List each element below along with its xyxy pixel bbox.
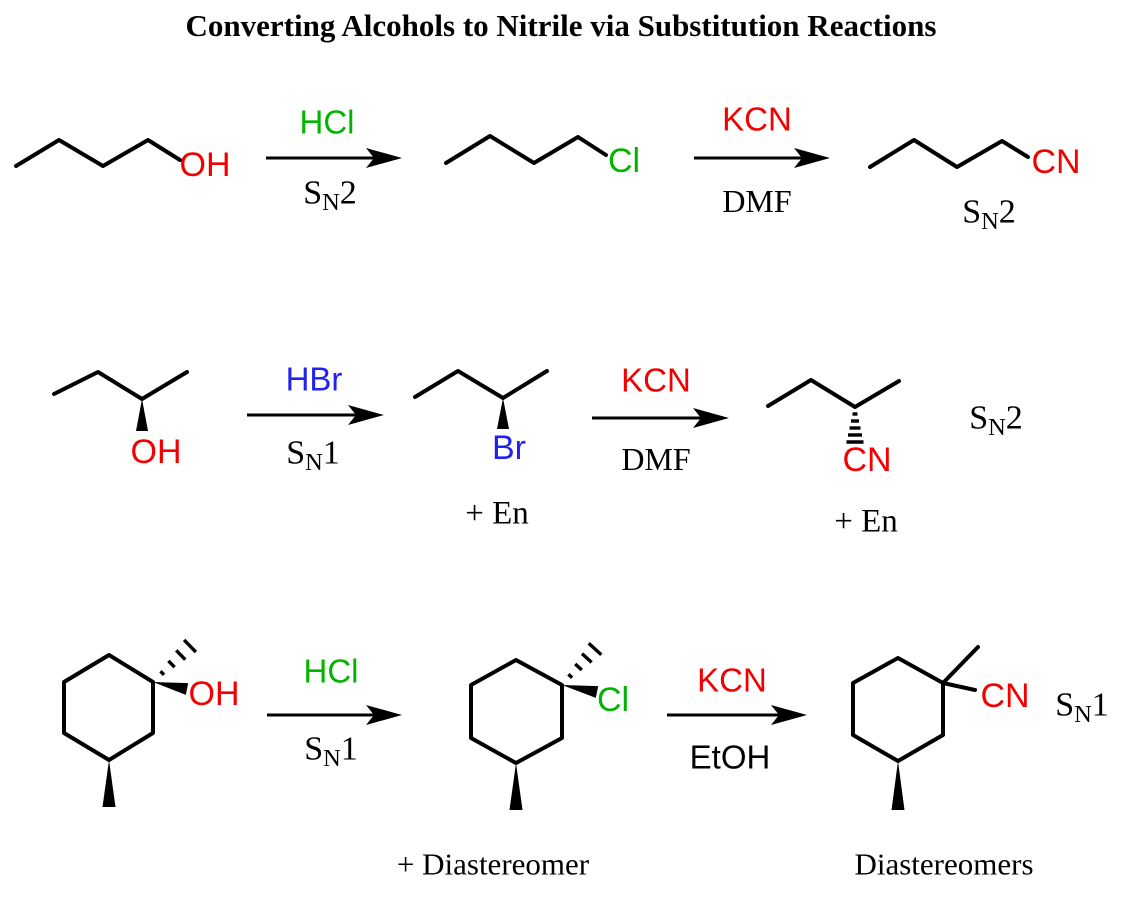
row3-reagent1-label: HCl <box>303 652 359 690</box>
arrow-head <box>366 705 402 725</box>
row3-chloride-skeleton <box>469 642 603 810</box>
carbon-chain <box>868 138 1030 169</box>
hashed-methyl-bond <box>182 638 198 654</box>
row1-reaction-arrow-1 <box>266 148 402 168</box>
mech-order: 1 <box>340 730 358 768</box>
mech-symbol: S <box>1055 686 1075 724</box>
hashed-methyl-bond <box>567 673 574 679</box>
arrow-head <box>794 148 830 168</box>
row2-product-enantiomer-note: + En <box>834 503 898 540</box>
row3-reagent2-label: KCN <box>697 661 767 699</box>
mech-order: 1 <box>322 434 340 472</box>
wedge-bond-to-br <box>497 398 509 429</box>
row2-reagent1-label: HBr <box>285 360 343 398</box>
carbon-chain <box>444 134 608 165</box>
row3-methylcyclohexanol-skeleton <box>62 638 198 807</box>
row3-oh-label: OH <box>188 675 240 713</box>
wedge-bond-to-oh <box>153 682 189 695</box>
hashed-methyl-bond <box>159 670 166 676</box>
row2-oh-label: OH <box>130 433 182 471</box>
mech-symbol: S <box>303 174 323 212</box>
row3-cl-label: Cl <box>596 681 630 719</box>
row1-mechanism1-label: SN2 <box>303 176 357 215</box>
mech-symbol: S <box>962 193 982 231</box>
mech-subscript: N <box>981 208 999 236</box>
row3-mechanism1-label: SN1 <box>304 732 358 771</box>
carbon-chain <box>766 378 901 409</box>
wedge-bond-to-oh <box>136 399 148 431</box>
cyclohexane-ring <box>851 656 945 763</box>
row1-product-mechanism-label: SN2 <box>962 195 1016 234</box>
mech-order: 2 <box>339 174 357 212</box>
mech-symbol: S <box>304 730 324 768</box>
row2-product-mechanism-label: SN2 <box>969 401 1023 440</box>
row3-product-mechanism-label: SN1 <box>1055 688 1109 727</box>
row2-reaction-arrow-1 <box>247 405 384 425</box>
carbon-chain <box>413 369 549 400</box>
hashed-methyl-bond <box>580 652 593 664</box>
row3-reaction-arrow-2 <box>667 705 807 725</box>
hashed-methyl-bond <box>574 662 583 672</box>
mech-symbol: S <box>286 434 306 472</box>
row1-reagent1-label: HCl <box>299 103 355 141</box>
row3-diastereomer-note: + Diastereomer <box>396 846 590 882</box>
mech-symbol: S <box>969 399 989 437</box>
row2-bromobutane-skeleton <box>413 369 549 429</box>
mech-subscript: N <box>323 745 341 773</box>
row1-cl-label: Cl <box>607 142 641 180</box>
row1-solvent-label: DMF <box>722 183 792 219</box>
row1-cn-label: CN <box>1031 143 1081 181</box>
row2-cn-label: CN <box>842 441 892 479</box>
wedge-methyl-bond <box>509 763 523 810</box>
arrow-head <box>693 408 729 428</box>
arrow-head <box>771 705 807 725</box>
wedge-bond-to-cl <box>562 685 599 698</box>
row3-reaction-arrow-1 <box>267 705 402 725</box>
mech-subscript: N <box>305 449 323 477</box>
row2-br-label: Br <box>492 429 526 467</box>
row1-reagent2-label: KCN <box>722 100 792 138</box>
row2-solvent-label: DMF <box>621 441 691 477</box>
row2-reaction-arrow-2 <box>592 408 729 428</box>
scheme-title: Converting Alcohols to Nitrile via Subst… <box>185 8 937 43</box>
row2-butanol-skeleton <box>52 370 189 431</box>
row1-butanenitrile-skeleton <box>868 138 1030 169</box>
mech-subscript: N <box>1074 701 1092 729</box>
cyclohexane-ring <box>469 658 564 765</box>
bond-to-cn <box>941 681 977 692</box>
row2-reagent2-label: KCN <box>621 361 691 399</box>
mech-order: 2 <box>1005 399 1023 437</box>
hashed-methyl-bond <box>587 642 603 656</box>
row1-chlorobutane-skeleton <box>444 134 608 165</box>
wedge-methyl-bond <box>891 761 905 810</box>
mech-subscript: N <box>988 414 1006 442</box>
arrow-head <box>348 405 384 425</box>
methyl-bond <box>941 645 980 685</box>
mech-order: 2 <box>998 193 1016 231</box>
arrow-head <box>366 148 402 168</box>
row2-mechanism1-label: SN1 <box>286 436 340 475</box>
row1-reaction-arrow-2 <box>694 148 830 168</box>
wedge-methyl-bond <box>102 760 116 807</box>
row1-butanol-skeleton <box>14 138 182 168</box>
carbon-chain <box>14 138 182 168</box>
cyclohexane-ring <box>62 653 155 762</box>
mech-order: 1 <box>1091 686 1109 724</box>
row3-cn-label: CN <box>980 677 1030 715</box>
hashed-methyl-bond <box>174 649 187 661</box>
row3-diastereomers-note: Diastereomers <box>854 846 1034 882</box>
mech-subscript: N <box>322 189 340 217</box>
row3-nitrile-skeleton <box>851 645 980 810</box>
row2-nitrile-skeleton <box>766 378 901 444</box>
hashed-methyl-bond <box>167 659 176 669</box>
row2-halide-enantiomer-note: + En <box>465 495 529 532</box>
carbon-chain <box>52 370 189 401</box>
row3-solvent-label: EtOH <box>689 738 771 776</box>
row1-oh-label: OH <box>179 146 231 184</box>
